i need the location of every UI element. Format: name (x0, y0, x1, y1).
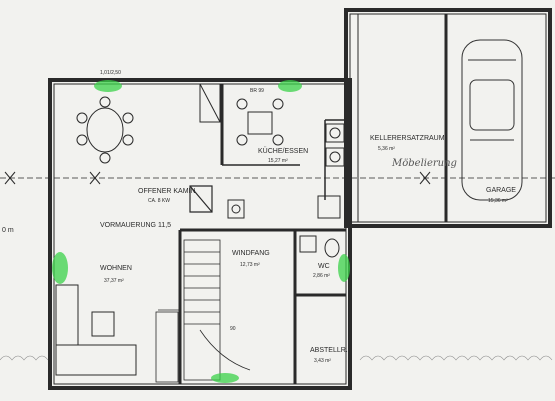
area-wohnen: 37,37 m² (104, 278, 124, 284)
label-wc: WC (318, 263, 330, 270)
label-garage: GARAGE (486, 187, 516, 194)
landscape-hatch (0, 355, 553, 361)
area-abstell: 3,43 m² (314, 358, 331, 364)
spec-kamin: CA. 8 KW (148, 198, 170, 204)
area-windfang: 12,73 m² (240, 262, 260, 268)
interior-walls (178, 84, 346, 384)
area-garage: 15,36 m² (488, 198, 508, 204)
garage-walls (344, 8, 552, 228)
label-abstell: ABSTELLR. (310, 347, 348, 354)
outer-walls (48, 78, 352, 390)
label-vormauerung: VORMAUERUNG 11,5 (100, 222, 171, 229)
margin-label: 0 m (2, 227, 14, 234)
dining-table-wohnen (76, 96, 134, 164)
label-kueche: KÜCHE/ESSEN (258, 147, 308, 155)
window-highlights (52, 80, 350, 383)
car-symbol (461, 39, 523, 201)
dining-table-kueche (236, 98, 284, 146)
dimension-a: 1,01/2,50 (100, 70, 121, 76)
fireplace-symbol (189, 185, 213, 213)
label-windfang: WINDFANG (232, 250, 270, 257)
label-wohnen: WOHNEN (100, 265, 132, 272)
sofa (55, 284, 137, 376)
stair-label: 90 (230, 326, 236, 332)
section-marks (4, 171, 431, 185)
area-kueche: 15,27 m² (268, 158, 288, 164)
handwritten-note: Möbelierung (391, 158, 457, 169)
label-keller: KELLERERSATZRAUM (370, 135, 445, 142)
kitchen-counter (199, 83, 345, 219)
area-wc: 2,86 m² (313, 273, 330, 279)
label-kamin: OFFENER KAMIN (138, 188, 196, 195)
wc-fixtures (299, 235, 340, 258)
staircase (155, 239, 251, 383)
area-keller: 5,36 m² (378, 146, 395, 152)
dimension-b: BR 99 (250, 88, 264, 94)
